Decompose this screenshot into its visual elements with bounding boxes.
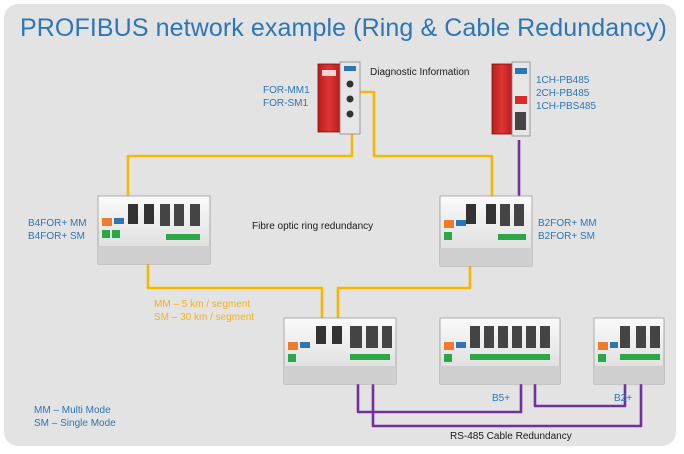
- rs485-hub-b5: [439, 317, 561, 385]
- device-model: 2CH-PB485: [536, 88, 590, 99]
- legend: MM – Multi Mode SM – Single Mode: [34, 404, 116, 430]
- top-left-device-label: FOR-MM1 FOR-SM1: [263, 84, 310, 110]
- diagnostic-label: Diagnostic Information: [370, 67, 470, 78]
- module-model: B2FOR+ SM: [538, 231, 595, 242]
- module-model: B4FOR+ SM: [28, 231, 85, 242]
- device-model: FOR-SM1: [263, 98, 308, 109]
- rs485-hub-b2: [593, 317, 665, 385]
- fibre-module-left: [97, 195, 211, 265]
- segment-distance: MM – 5 km / segment: [154, 299, 251, 310]
- legend-entry: SM – Single Mode: [34, 418, 116, 429]
- device-model: 1CH-PBS485: [536, 101, 597, 112]
- fibre-module-right: [439, 195, 533, 267]
- fibre-cable: [346, 90, 494, 218]
- device-model: 1CH-PB485: [536, 75, 590, 86]
- diagram-title: PROFIBUS network example (Ring & Cable R…: [20, 14, 667, 42]
- module-model: B4FOR+ MM: [28, 218, 87, 229]
- right-module-label: B2FOR+ MM B2FOR+ SM: [538, 217, 597, 243]
- repeater-device: [491, 61, 531, 137]
- fibre-module-bottom: [283, 317, 397, 385]
- top-right-device-label: 1CH-PB485 2CH-PB485 1CH-PBS485: [536, 74, 596, 113]
- ring-redundancy-label: Fibre optic ring redundancy: [252, 221, 374, 232]
- device-model: FOR-MM1: [263, 85, 310, 96]
- module-model: B2FOR+ MM: [538, 218, 597, 229]
- left-module-label: B4FOR+ MM B4FOR+ SM: [28, 217, 87, 243]
- b2-label: B2+: [614, 393, 633, 404]
- rs485-cable: [371, 344, 643, 428]
- segment-info: MM – 5 km / segment SM – 30 km / segment: [154, 298, 254, 324]
- segment-distance: SM – 30 km / segment: [154, 312, 255, 323]
- fibre-converter-device: [317, 61, 361, 135]
- legend-entry: MM – Multi Mode: [34, 405, 111, 416]
- b5-label: B5+: [492, 393, 511, 404]
- rs485-redundancy-label: RS-485 Cable Redundancy: [450, 431, 572, 442]
